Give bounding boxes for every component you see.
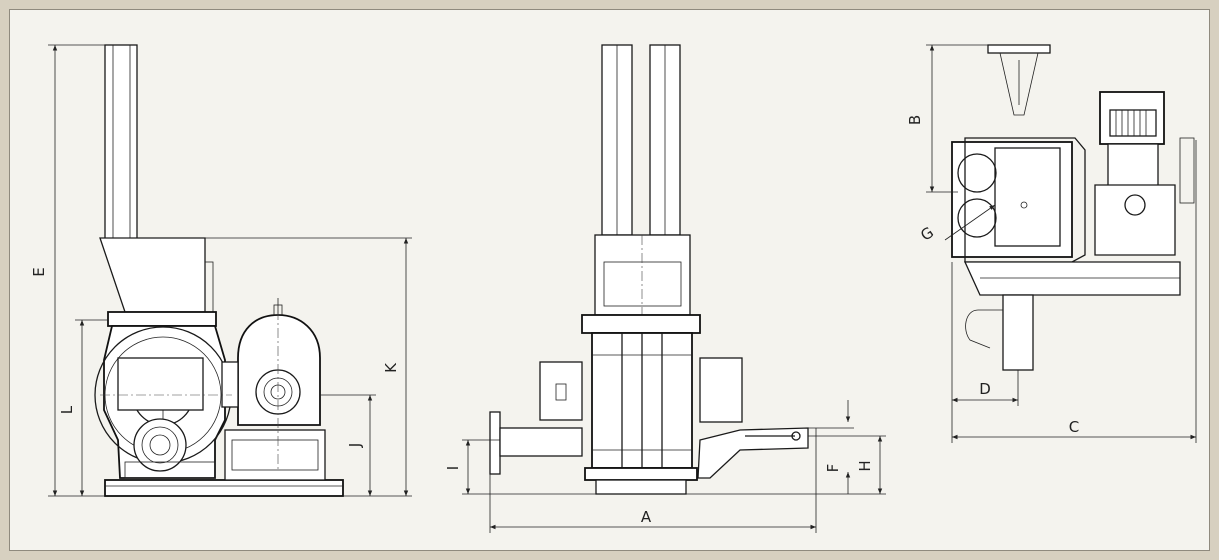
label-A: A [641, 508, 652, 526]
label-G: G [917, 223, 937, 244]
label-I: I [444, 466, 462, 470]
label-D: D [979, 380, 991, 398]
label-E: E [30, 267, 48, 276]
plan-view [951, 44, 1195, 371]
side-view [94, 44, 344, 497]
label-K: K [382, 362, 400, 373]
label-F: F [824, 464, 842, 473]
label-J: J [346, 443, 364, 448]
dimensions [48, 44, 1197, 533]
label-C: C [1069, 418, 1079, 436]
label-B: B [906, 115, 924, 125]
label-L: L [58, 405, 76, 414]
front-view [489, 44, 809, 495]
label-H: H [856, 460, 874, 471]
